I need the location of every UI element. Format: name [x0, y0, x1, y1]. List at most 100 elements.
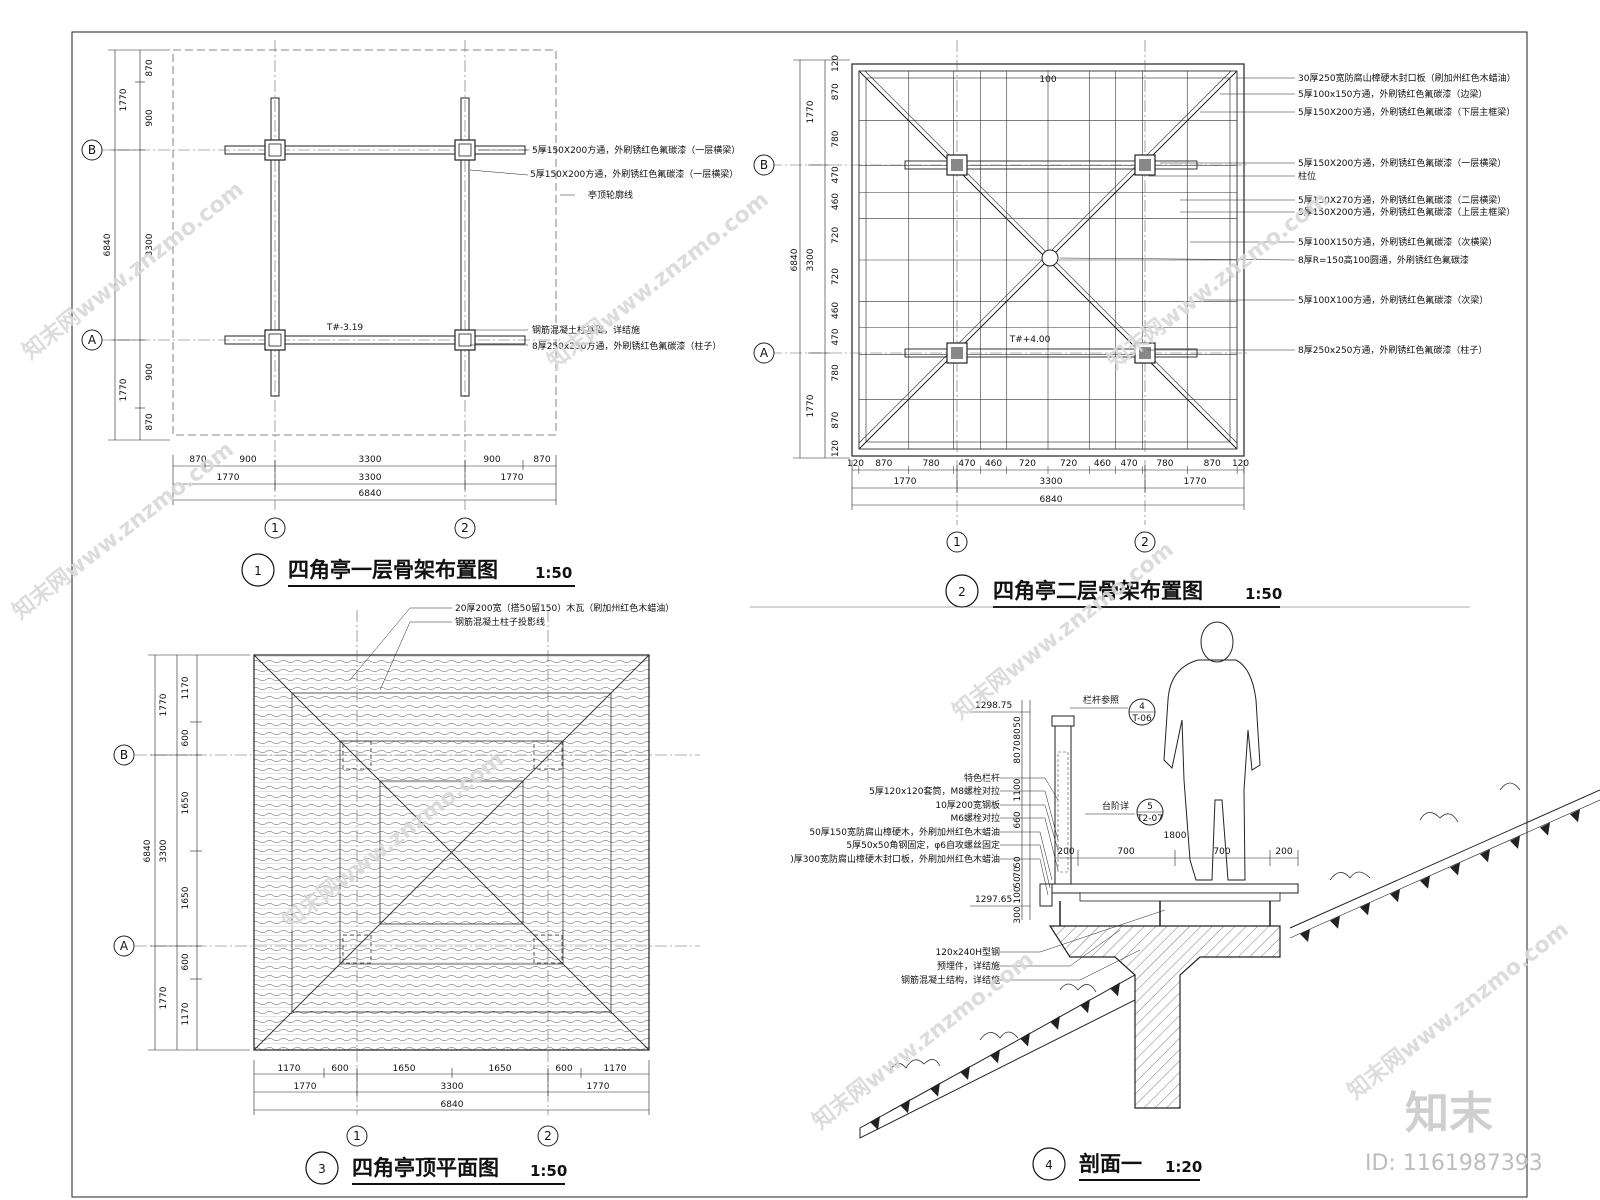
slope-hatch: [1110, 982, 1120, 997]
dim: 460: [831, 302, 841, 319]
ref-number: 4: [1139, 702, 1145, 712]
dim: 470: [831, 166, 841, 183]
dim: 780: [922, 459, 939, 469]
dim: 700: [1213, 847, 1230, 857]
note: 钢筋混凝土柱基础，详结施: [532, 324, 640, 336]
dim: 470: [831, 328, 841, 345]
dim: 1770: [217, 473, 240, 483]
dim: 1170: [278, 1064, 301, 1074]
dim: 3300: [359, 473, 382, 483]
note: 8厚250x250方通，外刷锈红色氟碳漆（柱子）: [1298, 344, 1487, 356]
dim: 470: [958, 459, 975, 469]
level-mark: 1297.65: [975, 895, 1012, 905]
dim: 300: [1013, 906, 1023, 923]
slope-hatch: [990, 1049, 1000, 1064]
dim: 1170: [181, 1002, 191, 1025]
dim: 870: [189, 455, 206, 465]
human-figure: [1163, 621, 1261, 881]
drawing-3-roof-plan: B A 1 2 1770 6840 1770 3300 1170 600 165…: [113, 602, 700, 1185]
slope-hatch: [1450, 862, 1460, 876]
level-mark: T#-3.19: [326, 323, 364, 333]
note: M6螺栓对拉: [951, 812, 1001, 824]
axis-1: 1: [271, 521, 279, 535]
drawing-title: 四角亭二层骨架布置图: [993, 579, 1203, 603]
dim: 720: [1019, 459, 1036, 469]
note: 5厚150X200方通，外刷锈红色氟碳漆（一层横梁）: [530, 168, 738, 180]
note: 亭顶轮廓线: [588, 189, 633, 201]
dim: 900: [239, 455, 256, 465]
brand-id: ID: 1161987393: [1365, 1151, 1543, 1176]
column-plan: [264, 139, 476, 351]
slope-hatch: [900, 1099, 910, 1114]
dim: 200: [1057, 847, 1074, 857]
brand-logo: 知末: [1405, 1088, 1493, 1139]
dim: 780: [831, 130, 841, 147]
dim: 660: [1013, 811, 1023, 828]
dim: 780: [831, 364, 841, 381]
dim: 870: [145, 413, 155, 430]
dim: 50: [1013, 716, 1023, 728]
note: 10厚200宽钢板: [935, 799, 1000, 811]
note: )厚300宽防腐山樟硬木封口板，外刷加州红色木蜡油: [790, 853, 1000, 865]
dim: 900: [145, 363, 155, 380]
note: 钢筋混凝土结构，详结施: [901, 974, 1000, 986]
slope-hatch: [870, 1116, 880, 1130]
dim: 1770: [159, 986, 169, 1009]
slope-hatch: [1300, 929, 1310, 942]
drawing-number: 4: [1045, 1158, 1053, 1172]
dim: 1770: [1184, 477, 1207, 487]
watermark: 知末网www.znzmo.com: [18, 176, 249, 364]
drawing-scale: 1:50: [1245, 585, 1282, 603]
watermark: 知末网www.znzmo.com: [1343, 916, 1574, 1104]
note: 特色栏杆: [964, 772, 1000, 784]
dim: 120: [1232, 459, 1249, 469]
watermark: 知末网www.znzmo.com: [948, 536, 1179, 724]
dim: 70: [1013, 740, 1023, 752]
dim: 6840: [1040, 495, 1063, 505]
slope-hatch: [1540, 822, 1550, 836]
dim: 720: [1060, 459, 1077, 469]
slope-hatch: [1330, 915, 1340, 929]
axis-b: B: [120, 748, 128, 762]
drawing-scale: 1:20: [1165, 1158, 1202, 1176]
dim: 470: [1120, 459, 1137, 469]
dim: 1650: [393, 1064, 416, 1074]
dim: 1170: [604, 1064, 627, 1074]
note: 预埋件，详结施: [937, 960, 1000, 972]
note: 5厚100x150方通，外刷锈红色氟碳漆（边梁）: [1298, 88, 1487, 100]
dim: 1770: [806, 394, 816, 417]
drawing-number: 3: [318, 1162, 326, 1176]
dim: 870: [1204, 459, 1221, 469]
dim: 720: [831, 268, 841, 285]
drawing-4-section: 200 700 700 200 1800 5080708011006605070…: [790, 621, 1600, 1181]
drawing-title: 四角亭顶平面图: [352, 1156, 499, 1180]
dim: 780: [1156, 459, 1173, 469]
ref-sheet: T-06: [1131, 714, 1152, 724]
dim: 870: [145, 59, 155, 76]
slope-hatch: [960, 1065, 970, 1080]
slope-hatch: [1360, 902, 1370, 916]
note: 50厚150宽防腐山樟硬木，外刷加州红色木蜡油: [809, 826, 1000, 838]
axis-b: B: [760, 158, 768, 172]
dim: 1650: [181, 886, 191, 909]
dim: 870: [875, 459, 892, 469]
dim: 6840: [790, 248, 800, 271]
dim: 460: [1094, 459, 1111, 469]
dim: 120: [831, 55, 841, 72]
dim: 6840: [441, 1100, 464, 1110]
dim: 1650: [489, 1064, 512, 1074]
dim: 70: [1013, 866, 1023, 878]
drawing-scale: 1:50: [535, 564, 572, 582]
axis-2: 2: [544, 1129, 552, 1143]
dim: 1770: [119, 378, 129, 401]
dim: 6840: [359, 489, 382, 499]
dim: 6840: [143, 839, 153, 862]
note: 8厚R=150高100圆通，外刷锈红色氟碳漆: [1298, 254, 1469, 266]
slope-hatch: [1080, 999, 1090, 1014]
dim: 460: [831, 193, 841, 210]
dim: 600: [555, 1064, 572, 1074]
dim: 3300: [806, 248, 816, 271]
note: 钢筋混凝土柱子投影线: [455, 616, 545, 628]
dim: 3300: [1040, 477, 1063, 487]
